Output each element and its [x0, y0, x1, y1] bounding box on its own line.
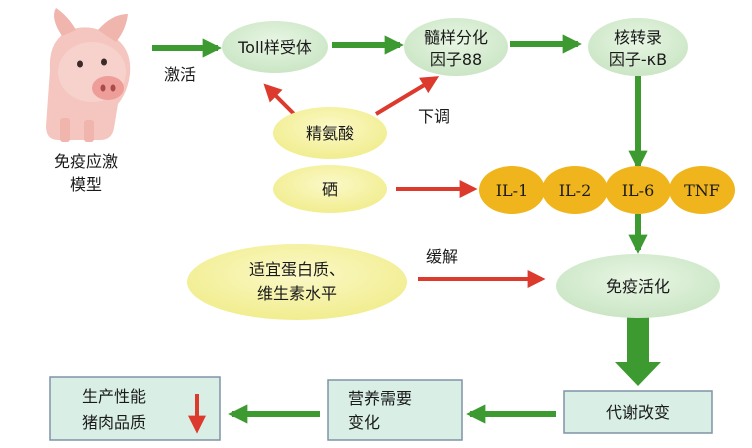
cytokine-il2-label: IL-2 [559, 181, 592, 200]
cytokine-il2: IL-2 [542, 166, 608, 214]
arrow-arginine-to-myd88 [374, 76, 440, 116]
node-selenium: 硒 [273, 165, 387, 213]
box-metabolism: 代谢改变 [563, 390, 713, 434]
pig-caption-line2: 模型 [70, 175, 102, 194]
pig-image [46, 8, 131, 142]
node-nutrition-level: 适宜蛋白质、 维生素水平 [187, 244, 407, 320]
nutrient-label-line2: 变化 [348, 413, 380, 432]
nutrition-label-line1: 适宜蛋白质、 [249, 260, 345, 279]
activate-label: 激活 [164, 65, 196, 84]
cytokine-tnf-label: TNF [684, 181, 720, 200]
nutrition-label-line2: 维生素水平 [257, 284, 337, 303]
performance-label-line2: 猪肉品质 [82, 413, 146, 432]
nfkb-label-line2: 因子-κB [609, 50, 667, 69]
performance-label-line1: 生产性能 [82, 387, 146, 406]
nutrient-label-line1: 营养需要 [348, 389, 412, 408]
myd88-label-line2: 因子88 [430, 50, 482, 69]
arrow-immune-to-metabolism [615, 316, 661, 386]
arginine-label: 精氨酸 [306, 124, 354, 143]
alleviate-label: 缓解 [426, 247, 458, 266]
cytokine-tnf: TNF [669, 166, 735, 214]
toll-label: Toll样受体 [237, 38, 312, 57]
box-nutrient-needs: 营养需要 变化 [327, 379, 463, 441]
downregulate-label: 下调 [418, 107, 450, 126]
cytokine-il1: IL-1 [479, 166, 545, 214]
cytokine-il1-label: IL-1 [496, 181, 529, 200]
node-arginine: 精氨酸 [273, 107, 387, 159]
selenium-label: 硒 [322, 180, 338, 199]
node-nfkb: 核转录 因子-κB [588, 18, 688, 76]
cytokine-il6: IL-6 [605, 166, 671, 214]
immune-activation-label: 免疫活化 [606, 277, 670, 296]
myd88-label-line1: 髓样分化 [424, 28, 488, 47]
metabolism-label: 代谢改变 [606, 403, 670, 422]
cytokine-il6-label: IL-6 [622, 181, 655, 200]
node-myd88: 髓样分化 因子88 [404, 18, 508, 76]
box-performance-quality: 生产性能 猪肉品质 [49, 376, 221, 441]
pig-caption-line1: 免疫应激 [54, 152, 118, 171]
nfkb-label-line1: 核转录 [614, 28, 662, 47]
arrow-arginine-to-toll [263, 83, 300, 120]
node-immune-activation: 免疫活化 [556, 254, 720, 318]
node-toll-receptor: Toll样受体 [222, 21, 328, 73]
